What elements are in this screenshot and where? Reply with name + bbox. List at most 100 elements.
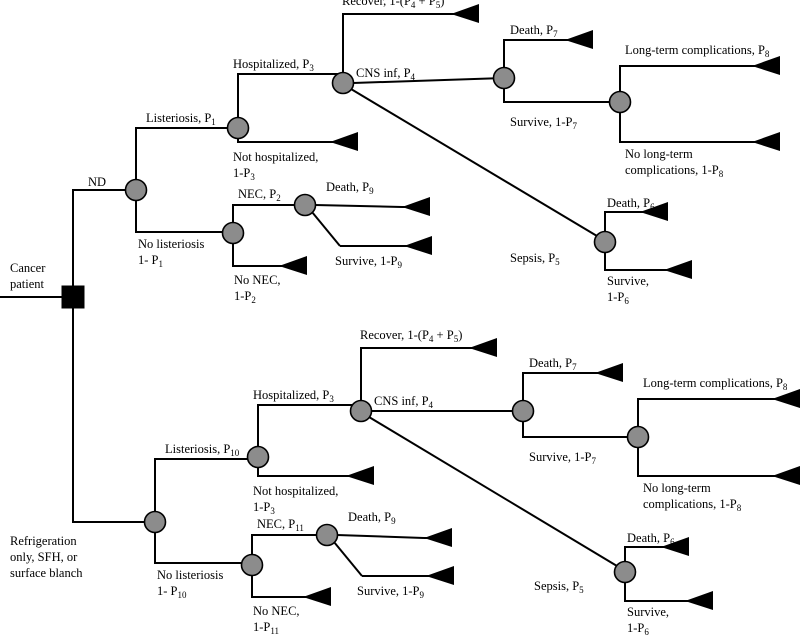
top-sepsis-survive-label-line-2: 1-P6 <box>607 290 629 306</box>
bottom-cns-label: CNS inf, P4 <box>374 394 434 410</box>
bottom-nec-death-label: Death, P9 <box>348 510 396 526</box>
top-no-ltc-terminal <box>752 132 780 151</box>
bottom-no-nec-label-line-1: No NEC, <box>253 604 300 618</box>
bottom-nec-death-edge-a <box>336 534 425 539</box>
top-sepsis-survive-terminal <box>664 260 692 279</box>
bottom-sepsis-death-label: Death, P6 <box>627 531 675 547</box>
bottom-strategy-label-line-1: Refrigeration <box>10 534 77 548</box>
top-hospitalized-chance-node <box>331 71 355 95</box>
top-sepsis-death-terminal <box>640 202 668 221</box>
top-nec-label: NEC, P2 <box>238 187 281 203</box>
top-sepsis-death-label: Death, P6 <box>607 196 655 212</box>
top-cns-death-edge <box>503 39 592 68</box>
top-no-listeriosis-label-line-2: 1- P1 <box>138 253 163 269</box>
top-cns-edge <box>352 77 505 84</box>
top-nec-death-edge-a <box>314 204 403 208</box>
bottom-recover-terminal <box>469 338 497 357</box>
bottom-sepsis-edge <box>368 416 618 567</box>
top-recover-label: Recover, 1-(P4 + P5) <box>342 0 444 10</box>
root-label-line-1: Cancer <box>10 261 46 275</box>
top-no-ltc-edge <box>619 112 779 143</box>
top-sepsis-survive-label-line-1: Survive, <box>607 274 649 288</box>
top-cns-chance-node <box>492 66 516 90</box>
branch-edge-refrigeration <box>72 308 154 523</box>
bottom-nec-chance-node <box>240 553 264 577</box>
top-sepsis-survive-edge <box>604 252 691 271</box>
bottom-cns-survive-label: Survive, 1-P7 <box>529 450 597 466</box>
bottom-cns-chance-node <box>511 399 535 423</box>
bottom-cns-death-terminal <box>595 363 623 382</box>
top-cns-death-terminal <box>565 30 593 49</box>
top-ltc-edge <box>619 65 779 92</box>
bottom-recover-edge <box>360 347 496 401</box>
bottom-recover-label: Recover, 1-(P4 + P5) <box>360 328 462 344</box>
bottom-sepsis-label: Sepsis, P5 <box>534 579 584 595</box>
top-strategy-label: ND <box>88 175 106 189</box>
top-hospitalized-edge <box>237 73 343 118</box>
bottom-ltc-label: Long-term complications, P8 <box>643 376 788 392</box>
top-nec-survive-terminal <box>404 236 432 255</box>
bottom-cns-death-label: Death, P7 <box>529 356 577 372</box>
decision-node-square <box>61 285 85 309</box>
top-sepsis-edge <box>350 88 598 237</box>
bottom-not-hospitalized-label-line-2: 1-P3 <box>253 500 275 516</box>
bottom-not-hospitalized-label-line-1: Not hospitalized, <box>253 484 338 498</box>
bottom-strategy-label-line-2: only, SFH, or <box>10 550 78 564</box>
bottom-ltc-edge <box>637 398 799 427</box>
top-no-listeriosis-label-line-1: No listeriosis <box>138 237 204 251</box>
bottom-sepsis-chance-node <box>613 560 637 584</box>
root-label-line-2: patient <box>10 277 45 291</box>
top-not-hospitalized-label-line-2: 1-P3 <box>233 166 255 182</box>
top-ltc-label: Long-term complications, P8 <box>625 43 770 59</box>
bottom-not-hospitalized-terminal <box>346 466 374 485</box>
bottom-nec-survive-edge-a <box>333 541 363 577</box>
top-sepsis-label: Sepsis, P5 <box>510 251 560 267</box>
bottom-no-listeriosis-label-line-1: No listeriosis <box>157 568 223 582</box>
top-no-ltc-label-line-1: No long-term <box>625 147 693 161</box>
bottom-nec-edge <box>251 534 327 555</box>
top-listeriosis-chance-node <box>226 116 250 140</box>
bottom-listeriosis-chance-node <box>246 445 270 469</box>
top-listeriosis-label: Listeriosis, P1 <box>146 111 216 127</box>
top-no-nec-label-line-1: No NEC, <box>234 273 281 287</box>
bottom-sepsis-survive-terminal <box>685 591 713 610</box>
bottom-nec-label: NEC, P11 <box>257 517 304 533</box>
bottom-nec-survive-label: Survive, 1-P9 <box>357 584 425 600</box>
bottom-ltc-chance-node <box>626 425 650 449</box>
top-nec-chance-node <box>221 221 245 245</box>
bottom-listeriosis-label: Listeriosis, P10 <box>165 442 240 458</box>
top-no-listeriosis-edge <box>135 200 233 233</box>
bottom-hospitalized-label: Hospitalized, P3 <box>253 388 334 404</box>
top-nec-death-label: Death, P9 <box>326 180 374 196</box>
bottom-listeriosis-edge <box>154 458 258 512</box>
top-cns-label: CNS inf, P4 <box>356 66 416 82</box>
bottom-sepsis-survive-edge <box>624 582 712 602</box>
top-recover-edge <box>342 13 478 73</box>
bottom-strategy-label-line-3: surface blanch <box>10 566 83 580</box>
top-listeriosis-edge <box>135 127 238 180</box>
top-nec-survive-label: Survive, 1-P9 <box>335 254 403 270</box>
top-cns-survive-label: Survive, 1-P7 <box>510 115 578 131</box>
bottom-no-nec-label-line-2: 1-P11 <box>253 620 279 636</box>
bottom-no-listeriosis-edge <box>154 532 252 564</box>
top-recover-terminal <box>451 4 479 23</box>
top-ltc-chance-node <box>608 90 632 114</box>
top-not-hospitalized-terminal <box>330 132 358 151</box>
top-no-ltc-label-line-2: complications, 1-P8 <box>625 163 724 179</box>
top-strategy-chance-node <box>124 178 148 202</box>
top-ltc-terminal <box>752 56 780 75</box>
branch-edge-nd <box>72 189 136 286</box>
top-no-nec-terminal <box>279 256 307 275</box>
bottom-no-ltc-label-line-2: complications, 1-P8 <box>643 497 742 513</box>
bottom-strategy-chance-node <box>143 510 167 534</box>
top-nec-edge <box>232 204 305 223</box>
bottom-ltc-terminal <box>772 389 800 408</box>
bottom-sepsis-survive-label-line-1: Survive, <box>627 605 669 619</box>
bottom-hospitalized-chance-node <box>349 399 373 423</box>
top-not-hospitalized-edge <box>237 138 357 143</box>
bottom-no-nec-terminal <box>303 587 331 606</box>
bottom-hospitalized-edge <box>257 404 361 447</box>
bottom-cns-death-edge <box>522 372 622 401</box>
